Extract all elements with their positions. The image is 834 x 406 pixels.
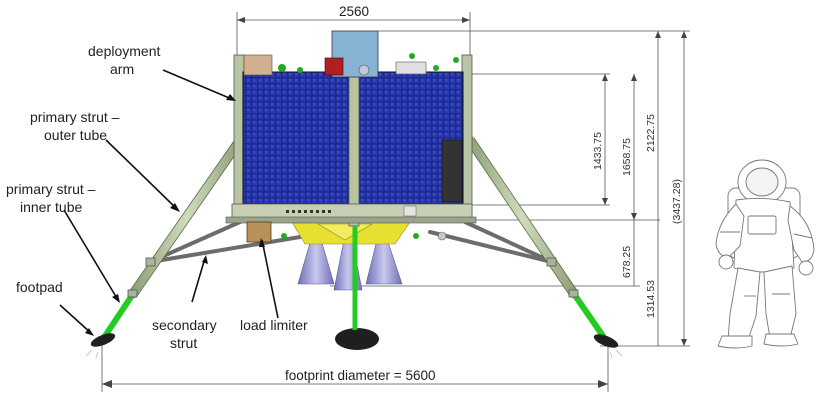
label-footpad: footpad	[16, 279, 63, 295]
label-outer-tube-2: outer tube	[44, 127, 107, 143]
label-deployment-arm-1: deployment	[88, 43, 160, 59]
dim-678: 678.25	[621, 246, 633, 278]
dim-2122: 2122.75	[645, 114, 657, 152]
label-secondary-2: strut	[170, 335, 197, 351]
dimension-lines	[101, 12, 690, 392]
dim-3437: (3437.28)	[671, 179, 683, 224]
dim-1314: 1314.53	[645, 280, 657, 318]
lander-body	[225, 30, 477, 330]
secondary-struts	[148, 220, 554, 264]
dimension-arrows	[102, 17, 687, 388]
label-inner-tube-1: primary strut –	[6, 181, 96, 197]
label-deployment-arm-2: arm	[110, 61, 134, 77]
callout-labels: deployment arm primary strut – outer tub…	[6, 43, 308, 351]
astronaut-figure	[715, 159, 815, 349]
dim-1658: 1658.75	[621, 138, 633, 176]
callout-arrowheads	[85, 94, 265, 336]
dim-body-width: 2560	[339, 4, 369, 19]
primary-struts-inner	[102, 291, 606, 339]
footpad-rays	[85, 349, 623, 359]
strut-joints	[127, 257, 579, 298]
fuel-tank	[291, 221, 411, 245]
callout-leaders	[59, 69, 279, 335]
dim-1433: 1433.75	[592, 132, 604, 170]
label-load-limiter: load limiter	[240, 317, 308, 333]
dim-footprint: footprint diameter = 5600	[285, 368, 435, 383]
label-secondary-1: secondary	[152, 317, 217, 333]
dimension-texts: 2560 1433.75 1658.75 2122.75 (3437.28) 6…	[285, 4, 683, 383]
footpads	[90, 328, 619, 350]
primary-struts-outline	[128, 137, 579, 297]
label-inner-tube-2: inner tube	[20, 199, 82, 215]
primary-struts-outer	[128, 135, 579, 299]
label-outer-tube-1: primary strut –	[30, 109, 120, 125]
